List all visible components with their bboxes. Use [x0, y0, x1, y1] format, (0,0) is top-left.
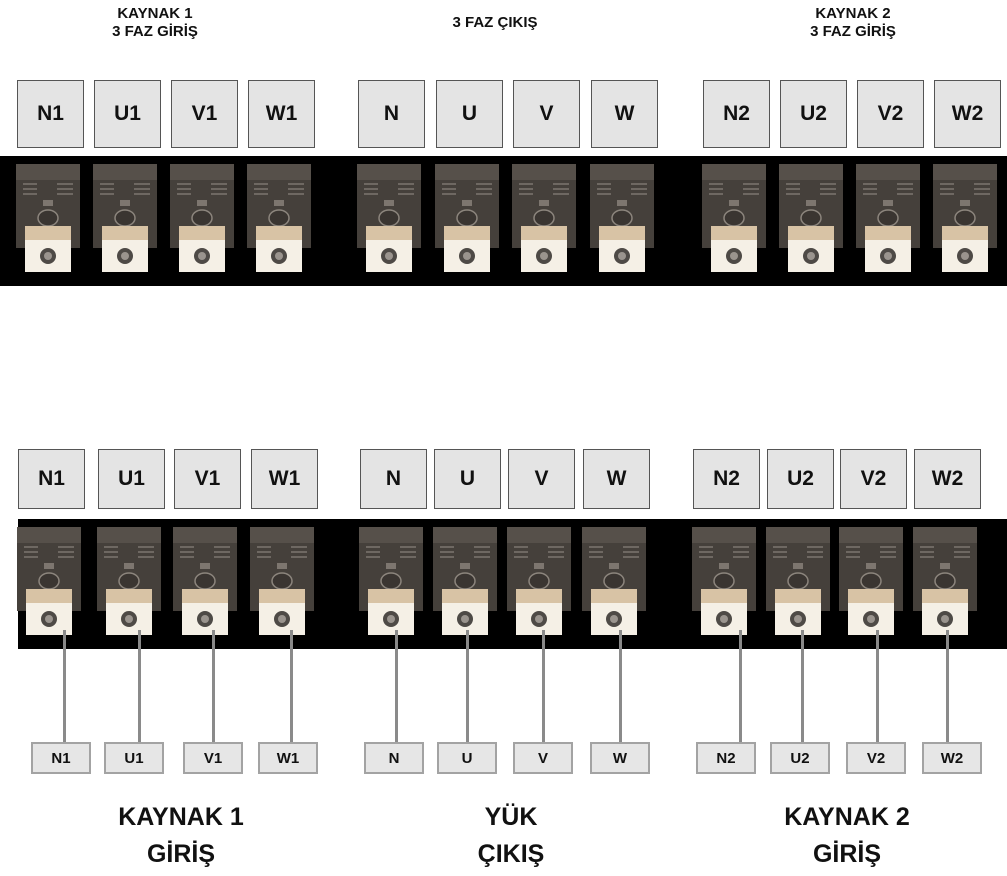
wire-label-u: U: [437, 742, 497, 774]
bottom-terminal-label-n1: N1: [18, 449, 85, 509]
wire-label-v1: V1: [183, 742, 243, 774]
top-terminal-label-u1: U1: [94, 80, 161, 148]
top-terminal-block-v: [509, 160, 579, 282]
top-terminal-label-u: U: [436, 80, 503, 148]
bottom-terminal-block-w2: [910, 523, 980, 645]
bottom-terminal-label-w2: W2: [914, 449, 981, 509]
wire-label-w: W: [590, 742, 650, 774]
wire-n1: [63, 630, 66, 742]
group-load-line1: YÜK: [484, 803, 538, 831]
wire-u2: [801, 630, 804, 742]
wire-label-w2: W2: [922, 742, 982, 774]
top-terminal-block-n1: [13, 160, 83, 282]
bottom-terminal-label-v1: V1: [174, 449, 241, 509]
wire-label-n1: N1: [31, 742, 91, 774]
bottom-terminal-block-v2: [836, 523, 906, 645]
bottom-terminal-label-n: N: [360, 449, 427, 509]
header-source2-line2: 3 FAZ GİRİŞ: [810, 23, 896, 40]
header-output-line1: 3 FAZ ÇIKIŞ: [452, 14, 538, 31]
header-source2-3phase-input: KAYNAK 2 3 FAZ GİRİŞ: [758, 5, 948, 41]
wire-v: [542, 630, 545, 742]
top-terminal-block-u2: [776, 160, 846, 282]
top-terminal-block-u1: [90, 160, 160, 282]
header-source1-line1: KAYNAK 1: [117, 5, 193, 22]
top-terminal-block-w: [587, 160, 657, 282]
top-terminal-label-w2: W2: [934, 80, 1001, 148]
bottom-terminal-label-u1: U1: [98, 449, 165, 509]
bottom-terminal-label-u2: U2: [767, 449, 834, 509]
bottom-terminal-label-v2: V2: [840, 449, 907, 509]
top-terminal-block-w2: [930, 160, 1000, 282]
wire-label-u2: U2: [770, 742, 830, 774]
bottom-terminal-label-u: U: [434, 449, 501, 509]
wire-u: [466, 630, 469, 742]
group-source1-line1: KAYNAK 1: [118, 803, 244, 831]
group-caption-load-output: YÜK ÇIKIŞ: [381, 799, 641, 873]
wire-n: [395, 630, 398, 742]
bottom-terminal-block-u1: [94, 523, 164, 645]
bottom-terminal-block-u2: [763, 523, 833, 645]
bottom-terminal-label-n2: N2: [693, 449, 760, 509]
bottom-terminal-label-w1: W1: [251, 449, 318, 509]
top-terminal-block-n2: [699, 160, 769, 282]
header-source1-line2: 3 FAZ GİRİŞ: [112, 23, 198, 40]
group-source1-line2: GİRİŞ: [146, 840, 216, 868]
wire-label-u1: U1: [104, 742, 164, 774]
top-terminal-block-w1: [244, 160, 314, 282]
top-terminal-block-v1: [167, 160, 237, 282]
group-load-line2: ÇIKIŞ: [477, 840, 545, 868]
wire-label-n2: N2: [696, 742, 756, 774]
wire-n2: [739, 630, 742, 742]
bottom-terminal-block-u: [430, 523, 500, 645]
bottom-terminal-block-v: [504, 523, 574, 645]
top-terminal-block-v2: [853, 160, 923, 282]
bottom-terminal-label-w: W: [583, 449, 650, 509]
bottom-terminal-block-n1: [14, 523, 84, 645]
top-terminal-label-n: N: [358, 80, 425, 148]
group-caption-source1-input: KAYNAK 1 GİRİŞ: [51, 799, 311, 873]
wire-label-w1: W1: [258, 742, 318, 774]
top-terminal-label-u2: U2: [780, 80, 847, 148]
group-caption-source2-input: KAYNAK 2 GİRİŞ: [717, 799, 977, 873]
bottom-terminal-label-v: V: [508, 449, 575, 509]
top-terminal-label-v: V: [513, 80, 580, 148]
top-terminal-label-n1: N1: [17, 80, 84, 148]
wire-label-n: N: [364, 742, 424, 774]
top-terminal-label-w: W: [591, 80, 658, 148]
wire-v2: [876, 630, 879, 742]
bottom-terminal-block-w: [579, 523, 649, 645]
header-source1-3phase-input: KAYNAK 1 3 FAZ GİRİŞ: [60, 5, 250, 41]
wire-u1: [138, 630, 141, 742]
wire-w2: [946, 630, 949, 742]
wire-v1: [212, 630, 215, 742]
bottom-terminal-block-v1: [170, 523, 240, 645]
header-source2-line1: KAYNAK 2: [815, 5, 891, 22]
wire-label-v2: V2: [846, 742, 906, 774]
bottom-terminal-block-n2: [689, 523, 759, 645]
top-terminal-label-n2: N2: [703, 80, 770, 148]
top-terminal-label-v2: V2: [857, 80, 924, 148]
top-terminal-label-w1: W1: [248, 80, 315, 148]
group-source2-line1: KAYNAK 2: [784, 803, 910, 831]
wire-w: [619, 630, 622, 742]
wire-label-v: V: [513, 742, 573, 774]
header-3phase-output: 3 FAZ ÇIKIŞ: [400, 14, 590, 32]
top-terminal-block-u: [432, 160, 502, 282]
top-terminal-block-n: [354, 160, 424, 282]
bottom-terminal-block-n: [356, 523, 426, 645]
wire-w1: [290, 630, 293, 742]
group-source2-line2: GİRİŞ: [812, 840, 882, 868]
top-terminal-label-v1: V1: [171, 80, 238, 148]
bottom-terminal-block-w1: [247, 523, 317, 645]
